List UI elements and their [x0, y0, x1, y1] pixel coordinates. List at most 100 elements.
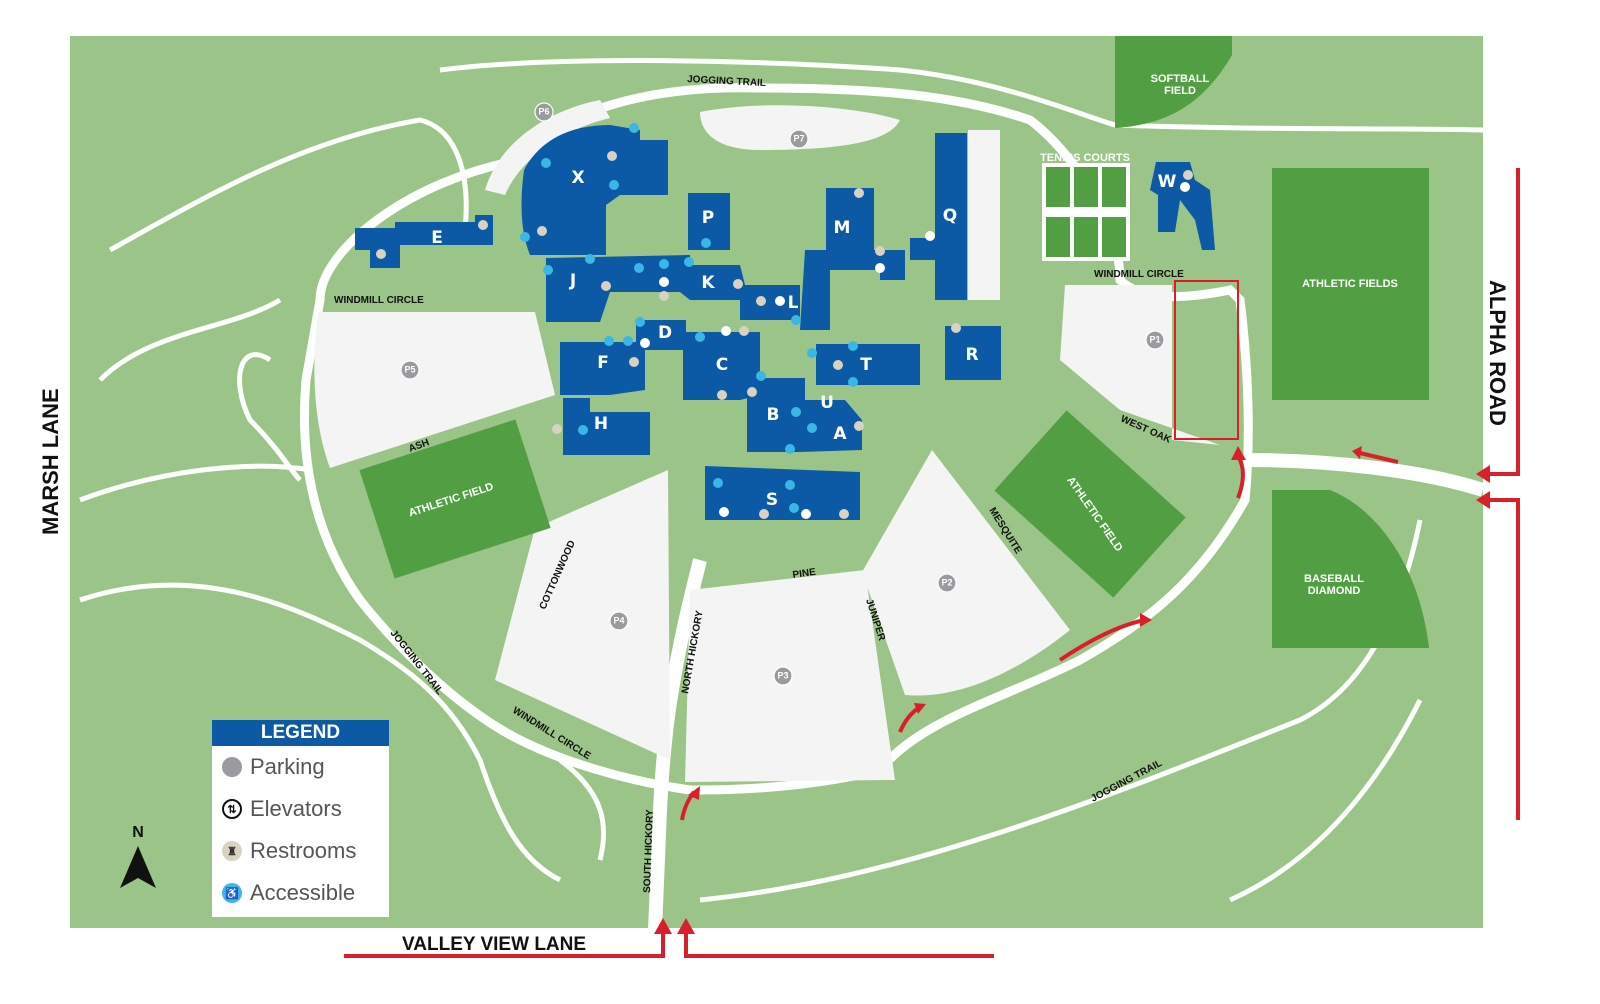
- restroom-icon: ♜: [222, 841, 242, 861]
- building-q-shape: [910, 133, 967, 300]
- building-w-shape: [1150, 162, 1215, 250]
- arrowhead-left-top: [1476, 465, 1490, 483]
- north-label: N: [132, 824, 144, 841]
- route-arrow-1: [1058, 618, 1146, 662]
- legend-item-elevators: ⇅ Elevators: [212, 788, 389, 830]
- p1-highlight-box: [1174, 280, 1239, 440]
- parking-p5: P5: [404, 364, 415, 374]
- accessible-icon: [807, 423, 817, 433]
- trail-loop-left: [237, 352, 302, 482]
- map-legend: LEGEND Parking ⇅ Elevators ♜ Restrooms ♿…: [212, 720, 389, 917]
- restroom-icon: [759, 509, 769, 519]
- buildings: [355, 125, 1215, 520]
- arrowhead-up-right: [677, 918, 695, 934]
- building-a: A: [833, 424, 847, 444]
- legend-item-accessible: ♿ Accessible: [212, 872, 389, 914]
- building-p: P: [702, 208, 714, 228]
- baseball-label-1: BASEBALL: [1304, 573, 1364, 585]
- building-f-shape: [560, 342, 645, 395]
- parking-p7: P7: [793, 133, 804, 143]
- accessible-icon: [848, 377, 858, 387]
- restroom-icon: [747, 387, 757, 397]
- restroom-icon: [839, 509, 849, 519]
- accessible-icon: [635, 317, 645, 327]
- windmill-circle-left-label: WINDMILL CIRCLE: [334, 295, 424, 306]
- accessible-icon: [785, 480, 795, 490]
- restroom-icon: [537, 226, 547, 236]
- parking-markers: P1 P2 P3 P4 P5 P6 P7: [400, 102, 1165, 686]
- legend-item-parking: Parking: [212, 746, 389, 788]
- building-h: H: [594, 414, 608, 434]
- legend-label: Restrooms: [250, 838, 357, 863]
- athletic-field-left: [359, 419, 551, 579]
- elevator-icon: [640, 338, 650, 348]
- arrowhead-up-left: [654, 918, 672, 934]
- restroom-icon: [478, 220, 488, 230]
- lot-p5: [314, 312, 555, 468]
- arrowhead-route-2: [1231, 446, 1246, 460]
- jogging-trail-top-label: JOGGING TRAIL: [687, 74, 766, 89]
- accessible-icon: [520, 232, 530, 242]
- tennis-courts: [1042, 163, 1130, 261]
- building-f: F: [597, 353, 609, 373]
- building-d: D: [658, 323, 672, 343]
- valley-view-lane-label: VALLEY VIEW LANE: [402, 934, 586, 955]
- softball-field: [1115, 36, 1232, 128]
- arrow-heads: [654, 446, 1490, 934]
- elevator-icon: [801, 509, 811, 519]
- marsh-lane-label: MARSH LANE: [38, 388, 63, 535]
- restroom-icon: [659, 291, 669, 301]
- restroom-icon: [607, 151, 617, 161]
- parking-icon: [222, 757, 242, 777]
- restroom-icon: [552, 424, 562, 434]
- parking-p1: P1: [1149, 334, 1160, 344]
- restroom-icon: [376, 249, 386, 259]
- building-c-shape: [683, 332, 760, 400]
- building-t: T: [860, 355, 872, 375]
- alpha-connector-road: [1244, 453, 1486, 497]
- accessible-icon: [695, 332, 705, 342]
- building-e-shape: [355, 215, 493, 268]
- trail-bottom-left: [558, 758, 607, 861]
- building-b: B: [767, 405, 780, 425]
- legend-item-restrooms: ♜ Restrooms: [212, 830, 389, 872]
- jogging-trail-left-path: [79, 117, 562, 883]
- restroom-icon: [739, 326, 749, 336]
- elevator-icon: [721, 326, 731, 336]
- arrowhead-route-1: [1140, 613, 1152, 627]
- lot-p7: [700, 105, 900, 150]
- building-c: C: [716, 355, 728, 375]
- accessible-icon: ♿: [222, 883, 242, 903]
- building-r-shape: [945, 326, 1001, 380]
- building-k: K: [701, 273, 715, 293]
- lot-p2: [862, 450, 1070, 696]
- arrowhead-route-3: [914, 703, 926, 714]
- restroom-icon: [854, 421, 864, 431]
- windmill-circle-top-label: WINDMILL CIRCLE: [1094, 269, 1184, 280]
- building-s: S: [766, 490, 778, 510]
- accessible-icon: [807, 348, 817, 358]
- elevator-icon: [659, 277, 669, 287]
- restroom-icon: [1183, 170, 1193, 180]
- alpha-top-line: [1487, 168, 1520, 476]
- elevator-icon: [875, 263, 885, 273]
- lot-p1: [1060, 285, 1220, 445]
- building-j-k-l-shape: [546, 255, 800, 322]
- athletic-fields-right: [1272, 168, 1429, 400]
- alpha-bottom-line: [1487, 498, 1520, 820]
- accessible-icon: [701, 238, 711, 248]
- restroom-icon: [629, 357, 639, 367]
- elevator-icon: [925, 231, 935, 241]
- accessible-icon: [791, 315, 801, 325]
- building-x-shape: [521, 125, 668, 255]
- north-compass: N: [118, 824, 158, 894]
- accessible-icon: [789, 503, 799, 513]
- restroom-icon: [833, 360, 843, 370]
- accessible-icon: [684, 257, 694, 267]
- building-s-shape: [705, 466, 860, 520]
- building-m: M: [834, 218, 851, 238]
- restroom-icon: [601, 281, 611, 291]
- accessible-icon: [659, 259, 669, 269]
- accessible-icon: [785, 444, 795, 454]
- restroom-icon: [717, 390, 727, 400]
